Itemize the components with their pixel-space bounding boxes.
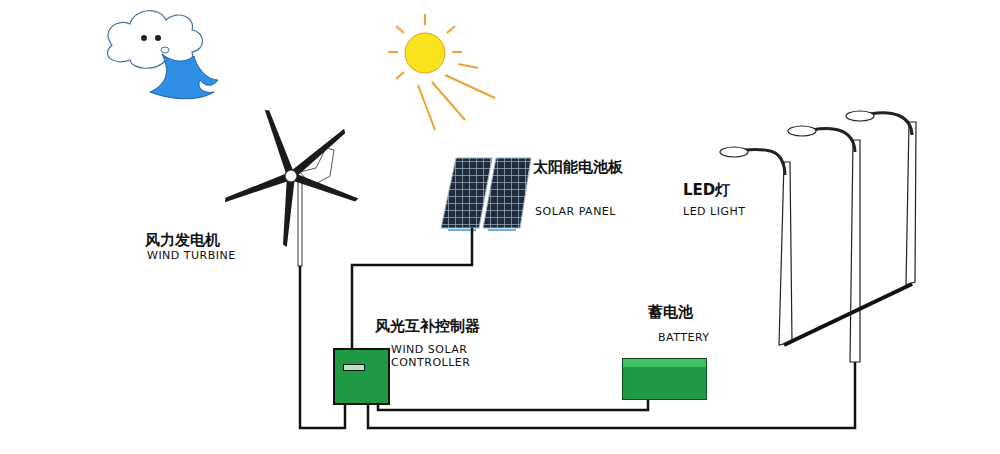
ray (396, 72, 404, 79)
controller-box (333, 348, 390, 405)
label-chinese: LED灯 (683, 181, 730, 199)
label-english: WIND TURBINE (147, 249, 236, 262)
label-chinese: 风力发电机 (145, 231, 220, 249)
controller-display (343, 364, 365, 371)
lamp-arm (870, 113, 912, 135)
turbine-blade (281, 176, 295, 247)
lamp-pole (850, 140, 860, 362)
solar-panel-node: 太阳能电池板 SOLAR PANEL (438, 155, 638, 228)
solar-panel-art (441, 158, 531, 230)
wire (378, 400, 648, 410)
label-english: LED LIGHT (683, 205, 745, 218)
wind-cloud (107, 11, 218, 99)
label-english: WIND SOLAR CONTROLLER (391, 343, 491, 369)
lamp-arm (744, 149, 785, 175)
ray (424, 14, 426, 25)
cloud-eye (155, 35, 161, 41)
battery-box (622, 358, 707, 400)
wind-turbine (223, 108, 359, 266)
cloud-eye (141, 35, 147, 41)
battery-top (623, 359, 706, 367)
label-chinese: 蓄电池 (648, 303, 693, 321)
street-lights (720, 111, 916, 362)
wind-turbine-node: 风力发电机WIND TURBINE (140, 98, 325, 266)
led-light-node: LED灯 LED LIGHT (680, 108, 920, 362)
ray (432, 82, 465, 120)
turbine-blade (288, 127, 348, 179)
lamp-pole (906, 122, 916, 285)
label-english: SOLAR PANEL (535, 205, 616, 218)
cloud-mouth (161, 47, 169, 53)
sun (388, 14, 495, 130)
wind-gust (150, 54, 218, 99)
lamp-head (720, 147, 748, 157)
turbine-blades (223, 108, 359, 247)
ray (396, 26, 404, 33)
sun-disc (405, 33, 445, 73)
turbine-blade (290, 172, 359, 204)
controller-node: 风光互补控制器 WIND SOLAR CONTROLLER (333, 315, 533, 405)
ray (452, 51, 462, 53)
label-chinese: 太阳能电池板 (533, 158, 623, 176)
lamp-head (846, 111, 874, 121)
label-english: BATTERY (658, 331, 710, 344)
turbine-blade (263, 108, 295, 177)
ray (418, 85, 435, 130)
turbine-blade (223, 172, 292, 204)
ray (458, 64, 478, 68)
solar-panel-left (441, 158, 492, 228)
lamp-pole (779, 162, 792, 345)
sun-rays (388, 14, 495, 130)
turbine-pole (298, 180, 302, 266)
battery-node: 蓄电池 BATTERY (620, 303, 735, 400)
lamp-crossbar (784, 284, 912, 345)
wire (368, 362, 855, 428)
ray (388, 51, 398, 53)
lamp-head (788, 126, 816, 136)
ray (447, 26, 455, 33)
lamp-area (775, 108, 915, 362)
lamp-arm (812, 129, 855, 152)
panel-foot (488, 229, 516, 231)
turbine-hub (285, 170, 297, 182)
label-chinese: 风光互补控制器 (375, 317, 480, 335)
solar-panel-right (483, 158, 531, 228)
ray (445, 75, 495, 98)
